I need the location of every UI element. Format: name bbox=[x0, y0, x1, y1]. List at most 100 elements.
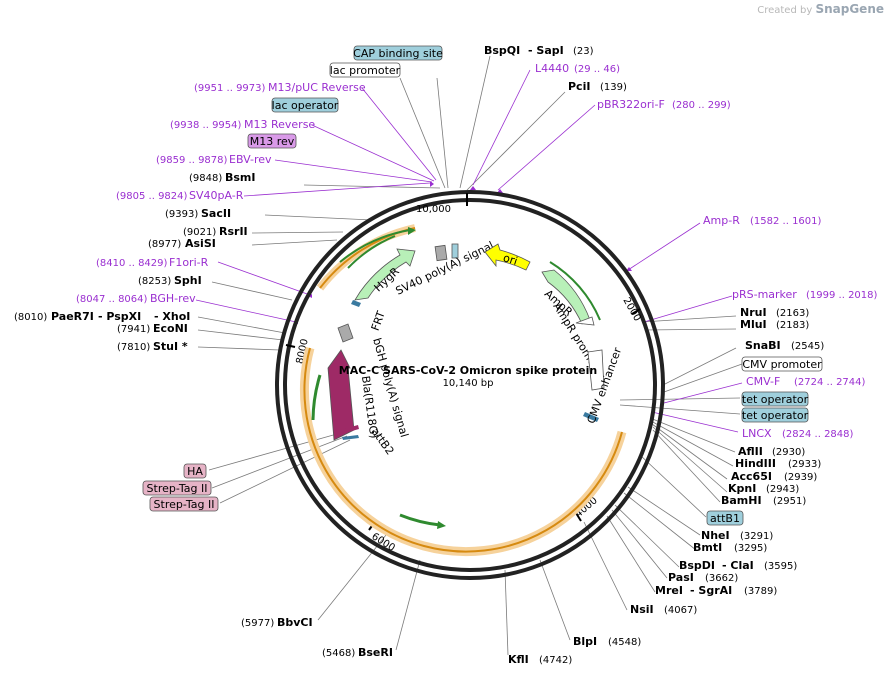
feature-box-tet-operator-2: tet operator bbox=[741, 407, 809, 423]
lac-promoter-label: lac promoter bbox=[330, 64, 401, 77]
asisi-position: (8977) bbox=[148, 239, 181, 250]
snabi-label: SnaBI bbox=[745, 339, 781, 352]
pasi-label: PasI bbox=[668, 571, 694, 584]
pspxi-label: - PspXI bbox=[98, 310, 141, 323]
econi-label: EcoNI bbox=[153, 322, 188, 335]
nhei-position: (3291) bbox=[740, 531, 773, 542]
strep-tag-1-label: Strep-Tag II bbox=[147, 482, 208, 495]
sphi-position: (8253) bbox=[138, 276, 171, 287]
stui-position: (7810) bbox=[117, 342, 150, 353]
plasmid-name: MAC-C SARS-CoV-2 Omicron spike protein bbox=[339, 364, 597, 377]
snabi-position: (2545) bbox=[791, 341, 824, 352]
pbr322-primer-label: pBR322ori-F bbox=[597, 98, 665, 111]
sv40pa-primer-label: SV40pA-R bbox=[189, 189, 244, 202]
rsrii-label: RsrII bbox=[219, 225, 248, 238]
cmv-f-primer-label: CMV-F bbox=[746, 375, 780, 388]
nrui-position: (2163) bbox=[776, 308, 809, 319]
feature-box-lac-operator: lac operator bbox=[271, 97, 339, 113]
pcii-label: PciI bbox=[568, 80, 590, 93]
blpi-label: BlpI bbox=[573, 635, 597, 648]
ebv-rev-primer-label: EBV-rev bbox=[229, 153, 272, 166]
sacii-label: SacII bbox=[201, 207, 231, 220]
sacii-position: (9393) bbox=[165, 209, 198, 220]
feature-box-strep2: Strep-Tag II bbox=[149, 496, 219, 512]
tet-operator-2-label: tet operator bbox=[742, 409, 809, 422]
lncx-primer-label: LNCX bbox=[742, 427, 772, 440]
bmti-label: BmtI bbox=[693, 541, 722, 554]
prs-marker-position: (1999 .. 2018) bbox=[806, 290, 878, 301]
bseri-position: (5468) bbox=[322, 648, 355, 659]
m13-reverse-position: (9938 .. 9954) bbox=[170, 120, 242, 131]
mlui-label: MluI bbox=[740, 318, 767, 331]
feature-box-attb1: attB1 bbox=[706, 510, 744, 526]
m13-reverse-primer-label: M13 Reverse bbox=[244, 118, 315, 131]
nhei-label: NheI bbox=[701, 529, 730, 542]
kpni-label: KpnI bbox=[728, 482, 756, 495]
l4440-position: (29 .. 46) bbox=[574, 64, 620, 75]
mrei-label: MreI bbox=[655, 584, 683, 597]
feature-box-ha: HA bbox=[183, 463, 207, 479]
sphi-label: SphI bbox=[174, 274, 202, 287]
feature-box-cmv-promoter: CMV promoter bbox=[741, 356, 823, 372]
snapgene-logo: SnapGene bbox=[815, 2, 884, 16]
bspqi-label: BspQI bbox=[484, 44, 520, 57]
ori-label: ori bbox=[501, 251, 519, 268]
bseri-label: BseRI bbox=[358, 646, 393, 659]
tick-10000: 10,000 bbox=[416, 204, 451, 215]
mlui-position: (2183) bbox=[776, 320, 809, 331]
f1ori-primer-label: F1ori-R bbox=[169, 256, 209, 269]
plasmid-length: 10,140 bp bbox=[443, 378, 494, 389]
feature-box-lac-promoter: lac promoter bbox=[329, 62, 401, 78]
frt-label: FRT bbox=[369, 309, 388, 332]
hindiii-position: (2933) bbox=[788, 459, 821, 470]
lac-operator-label: lac operator bbox=[272, 99, 339, 112]
attb1-label: attB1 bbox=[710, 512, 740, 525]
nrui-label: NruI bbox=[740, 306, 767, 319]
cmv-promoter-label: CMV promoter bbox=[742, 358, 822, 371]
sv40pa-position: (9805 .. 9824) bbox=[116, 191, 188, 202]
primer-leader-lines bbox=[195, 69, 743, 433]
nsii-label: NsiI bbox=[630, 603, 654, 616]
kfli-position: (4742) bbox=[539, 655, 572, 666]
bgh-rev-primer-label: BGH-rev bbox=[150, 292, 196, 305]
asisi-label: AsiSI bbox=[185, 237, 216, 250]
feature-box-cap: CAP binding site bbox=[353, 45, 443, 61]
lncx-position: (2824 .. 2848) bbox=[782, 429, 854, 440]
bbvci-label: BbvCI bbox=[277, 616, 313, 629]
bamhi-position: (2951) bbox=[773, 496, 806, 507]
attb2-label: attB2 bbox=[368, 426, 396, 458]
econi-position: (7941) bbox=[117, 324, 150, 335]
aflii-position: (2930) bbox=[772, 447, 805, 458]
bspdi-position: (3595) bbox=[764, 561, 797, 572]
aflii-label: AflII bbox=[738, 445, 763, 458]
m13puc-primer-label: M13/pUC Reverse bbox=[268, 81, 366, 94]
bbvci-position: (5977) bbox=[241, 618, 274, 629]
kpni-position: (2943) bbox=[766, 484, 799, 495]
bgh-rev-position: (8047 .. 8064) bbox=[76, 294, 148, 305]
sapi-label: - SapI bbox=[528, 44, 564, 57]
f1ori-position: (8410 .. 8429) bbox=[96, 258, 168, 269]
l4440-primer-label: L4440 bbox=[535, 62, 569, 75]
plasmid-backbone-inner bbox=[283, 198, 657, 572]
feature-box-tet-operator-1: tet operator bbox=[741, 391, 809, 407]
hindiii-label: HindIII bbox=[735, 457, 776, 470]
pasi-position: (3662) bbox=[705, 573, 738, 584]
cap-binding-site-label: CAP binding site bbox=[353, 47, 443, 60]
blpi-position: (4548) bbox=[608, 637, 641, 648]
m13puc-position: (9951 .. 9973) bbox=[194, 83, 266, 94]
tet-operator-1-label: tet operator bbox=[742, 393, 809, 406]
amp-r-position: (1582 .. 1601) bbox=[750, 216, 822, 227]
watermark-prefix: Created by bbox=[757, 5, 813, 16]
paer7i-position: (8010) bbox=[14, 312, 47, 323]
rsrii-position: (9021) bbox=[183, 227, 216, 238]
bsmi-label: BsmI bbox=[225, 171, 256, 184]
pcii-position: (139) bbox=[600, 82, 627, 93]
snapgene-watermark: Created by SnapGene bbox=[757, 2, 884, 16]
ha-label: HA bbox=[187, 465, 203, 478]
amp-r-primer-label: Amp-R bbox=[703, 214, 740, 227]
ori-arrow bbox=[484, 243, 531, 271]
xhoi-label: - XhoI bbox=[154, 310, 190, 323]
hygr-arrow bbox=[354, 248, 416, 301]
sgrai-label: - SgrAI bbox=[690, 584, 732, 597]
